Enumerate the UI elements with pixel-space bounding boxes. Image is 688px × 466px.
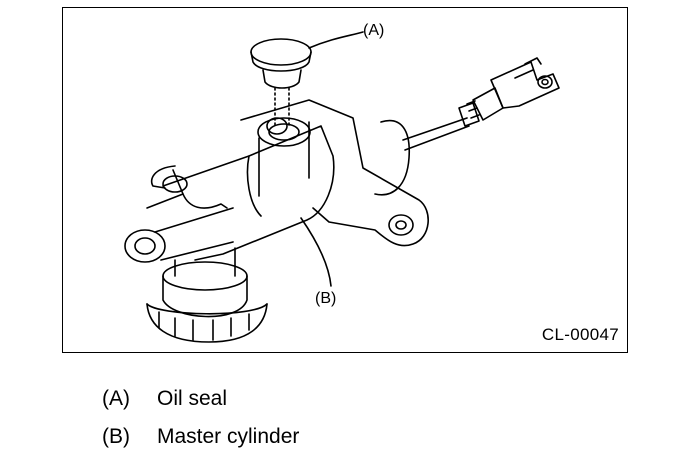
mounting-flange xyxy=(240,99,429,247)
legend: (A) Oil seal (B) Master cylinder xyxy=(102,380,299,456)
clevis xyxy=(472,57,560,121)
callout-b: (B) xyxy=(315,290,337,307)
lower-nut xyxy=(146,247,268,343)
legend-key: (A) xyxy=(102,387,130,410)
legend-key: (B) xyxy=(102,425,130,448)
oil-seal xyxy=(250,38,312,129)
flange-bolt-hole xyxy=(388,214,414,236)
inlet-nipple xyxy=(124,207,234,263)
legend-label: Oil seal xyxy=(157,387,228,410)
reservoir-port xyxy=(257,117,311,197)
outlet-port xyxy=(146,165,228,209)
callout-a: (A) xyxy=(363,22,385,39)
legend-row-oil-seal: (A) Oil seal xyxy=(102,380,299,418)
figure-id: CL-00047 xyxy=(541,325,619,344)
legend-row-master-cylinder: (B) Master cylinder xyxy=(102,418,299,456)
cylinder-body xyxy=(162,125,335,261)
dust-boot xyxy=(374,119,411,196)
figure-frame: (A) (B) CL-00047 xyxy=(62,7,628,353)
leader-line-b xyxy=(300,217,332,287)
master-cylinder-drawing xyxy=(124,31,560,343)
legend-label: Master cylinder xyxy=(157,425,300,448)
push-rod xyxy=(402,100,480,151)
leader-line-a xyxy=(308,31,364,49)
